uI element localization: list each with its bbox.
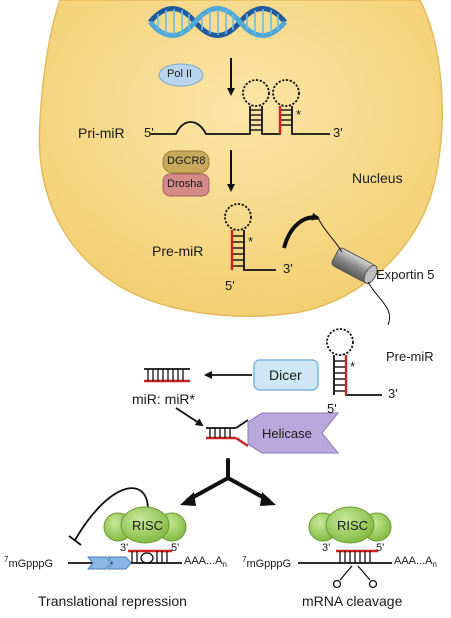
dna-helix-icon — [148, 6, 287, 38]
right-three-prime: 3' — [322, 542, 331, 554]
cap-left: 7mGpppG — [4, 555, 54, 570]
repression-inhibition-line — [68, 487, 149, 546]
helicase-protein — [247, 412, 340, 454]
helicase-label: Helicase — [262, 426, 312, 441]
dgcr8-label: DGCR8 — [167, 155, 206, 167]
pri-mir-five-prime: 5' — [144, 125, 154, 140]
mrna-cleavage-label: mRNA cleavage — [302, 593, 403, 609]
pri-mir-three-prime: 3' — [333, 125, 343, 140]
pri-mir-label: Pri-miR — [78, 125, 125, 141]
polya-right: AAA...An — [394, 555, 437, 569]
pre-mir-cytoplasm-label: Pre-miR — [386, 349, 434, 364]
risc-complex-right — [308, 506, 392, 544]
pre-mir-cytoplasm-star: * — [350, 359, 356, 374]
risc-left-label: RISC — [132, 518, 164, 533]
dgcr8-protein — [162, 150, 210, 174]
pre-mir-nuclear-three-prime: 3' — [283, 261, 293, 276]
pol2-enzyme — [158, 63, 204, 87]
pre-mir-cytoplasm-five-prime: 5' — [327, 401, 337, 416]
cap-right: 7mGpppG — [242, 555, 292, 570]
pre-mir-nuclear-five-prime: 5' — [225, 278, 235, 293]
pre-mir-nuclear-star: * — [248, 234, 254, 249]
dicer-label: Dicer — [269, 367, 302, 383]
nucleus-membrane — [38, 0, 443, 317]
right-five-prime: 5' — [376, 542, 385, 554]
scissors-icon — [332, 565, 378, 589]
pre-mir-cytoplasm-three-prime: 3' — [388, 386, 398, 401]
risc-right-label: RISC — [337, 518, 369, 533]
mrna-right — [298, 549, 392, 564]
mrna-left — [68, 549, 182, 570]
pol2-label: Pol II — [167, 68, 193, 80]
nucleus-label: Nucleus — [352, 170, 403, 186]
drosha-label: Drosha — [167, 178, 203, 190]
translational-repression-label: Translational repression — [38, 593, 187, 609]
pri-mir-star: * — [296, 107, 302, 122]
branch-arrows — [186, 458, 270, 502]
dicer-box — [253, 359, 319, 391]
pre-mir-nuclear-label: Pre-miR — [152, 243, 204, 259]
polya-left: AAA...An — [184, 555, 227, 569]
exportin5-label: Exportin 5 — [376, 267, 435, 282]
drosha-protein — [162, 173, 210, 197]
mir-duplex — [144, 368, 190, 383]
duplex-label: miR: miR* — [132, 391, 195, 407]
risc-complex-left — [103, 506, 187, 544]
pri-mir-stem-rungs — [250, 109, 292, 131]
left-five-prime: 5' — [171, 542, 180, 554]
export-arrow — [282, 212, 320, 249]
unwinding-duplex — [206, 419, 249, 447]
left-three-prime: 3' — [120, 542, 129, 554]
exportin5-channel — [317, 217, 391, 326]
unwind-arrow — [175, 407, 204, 427]
